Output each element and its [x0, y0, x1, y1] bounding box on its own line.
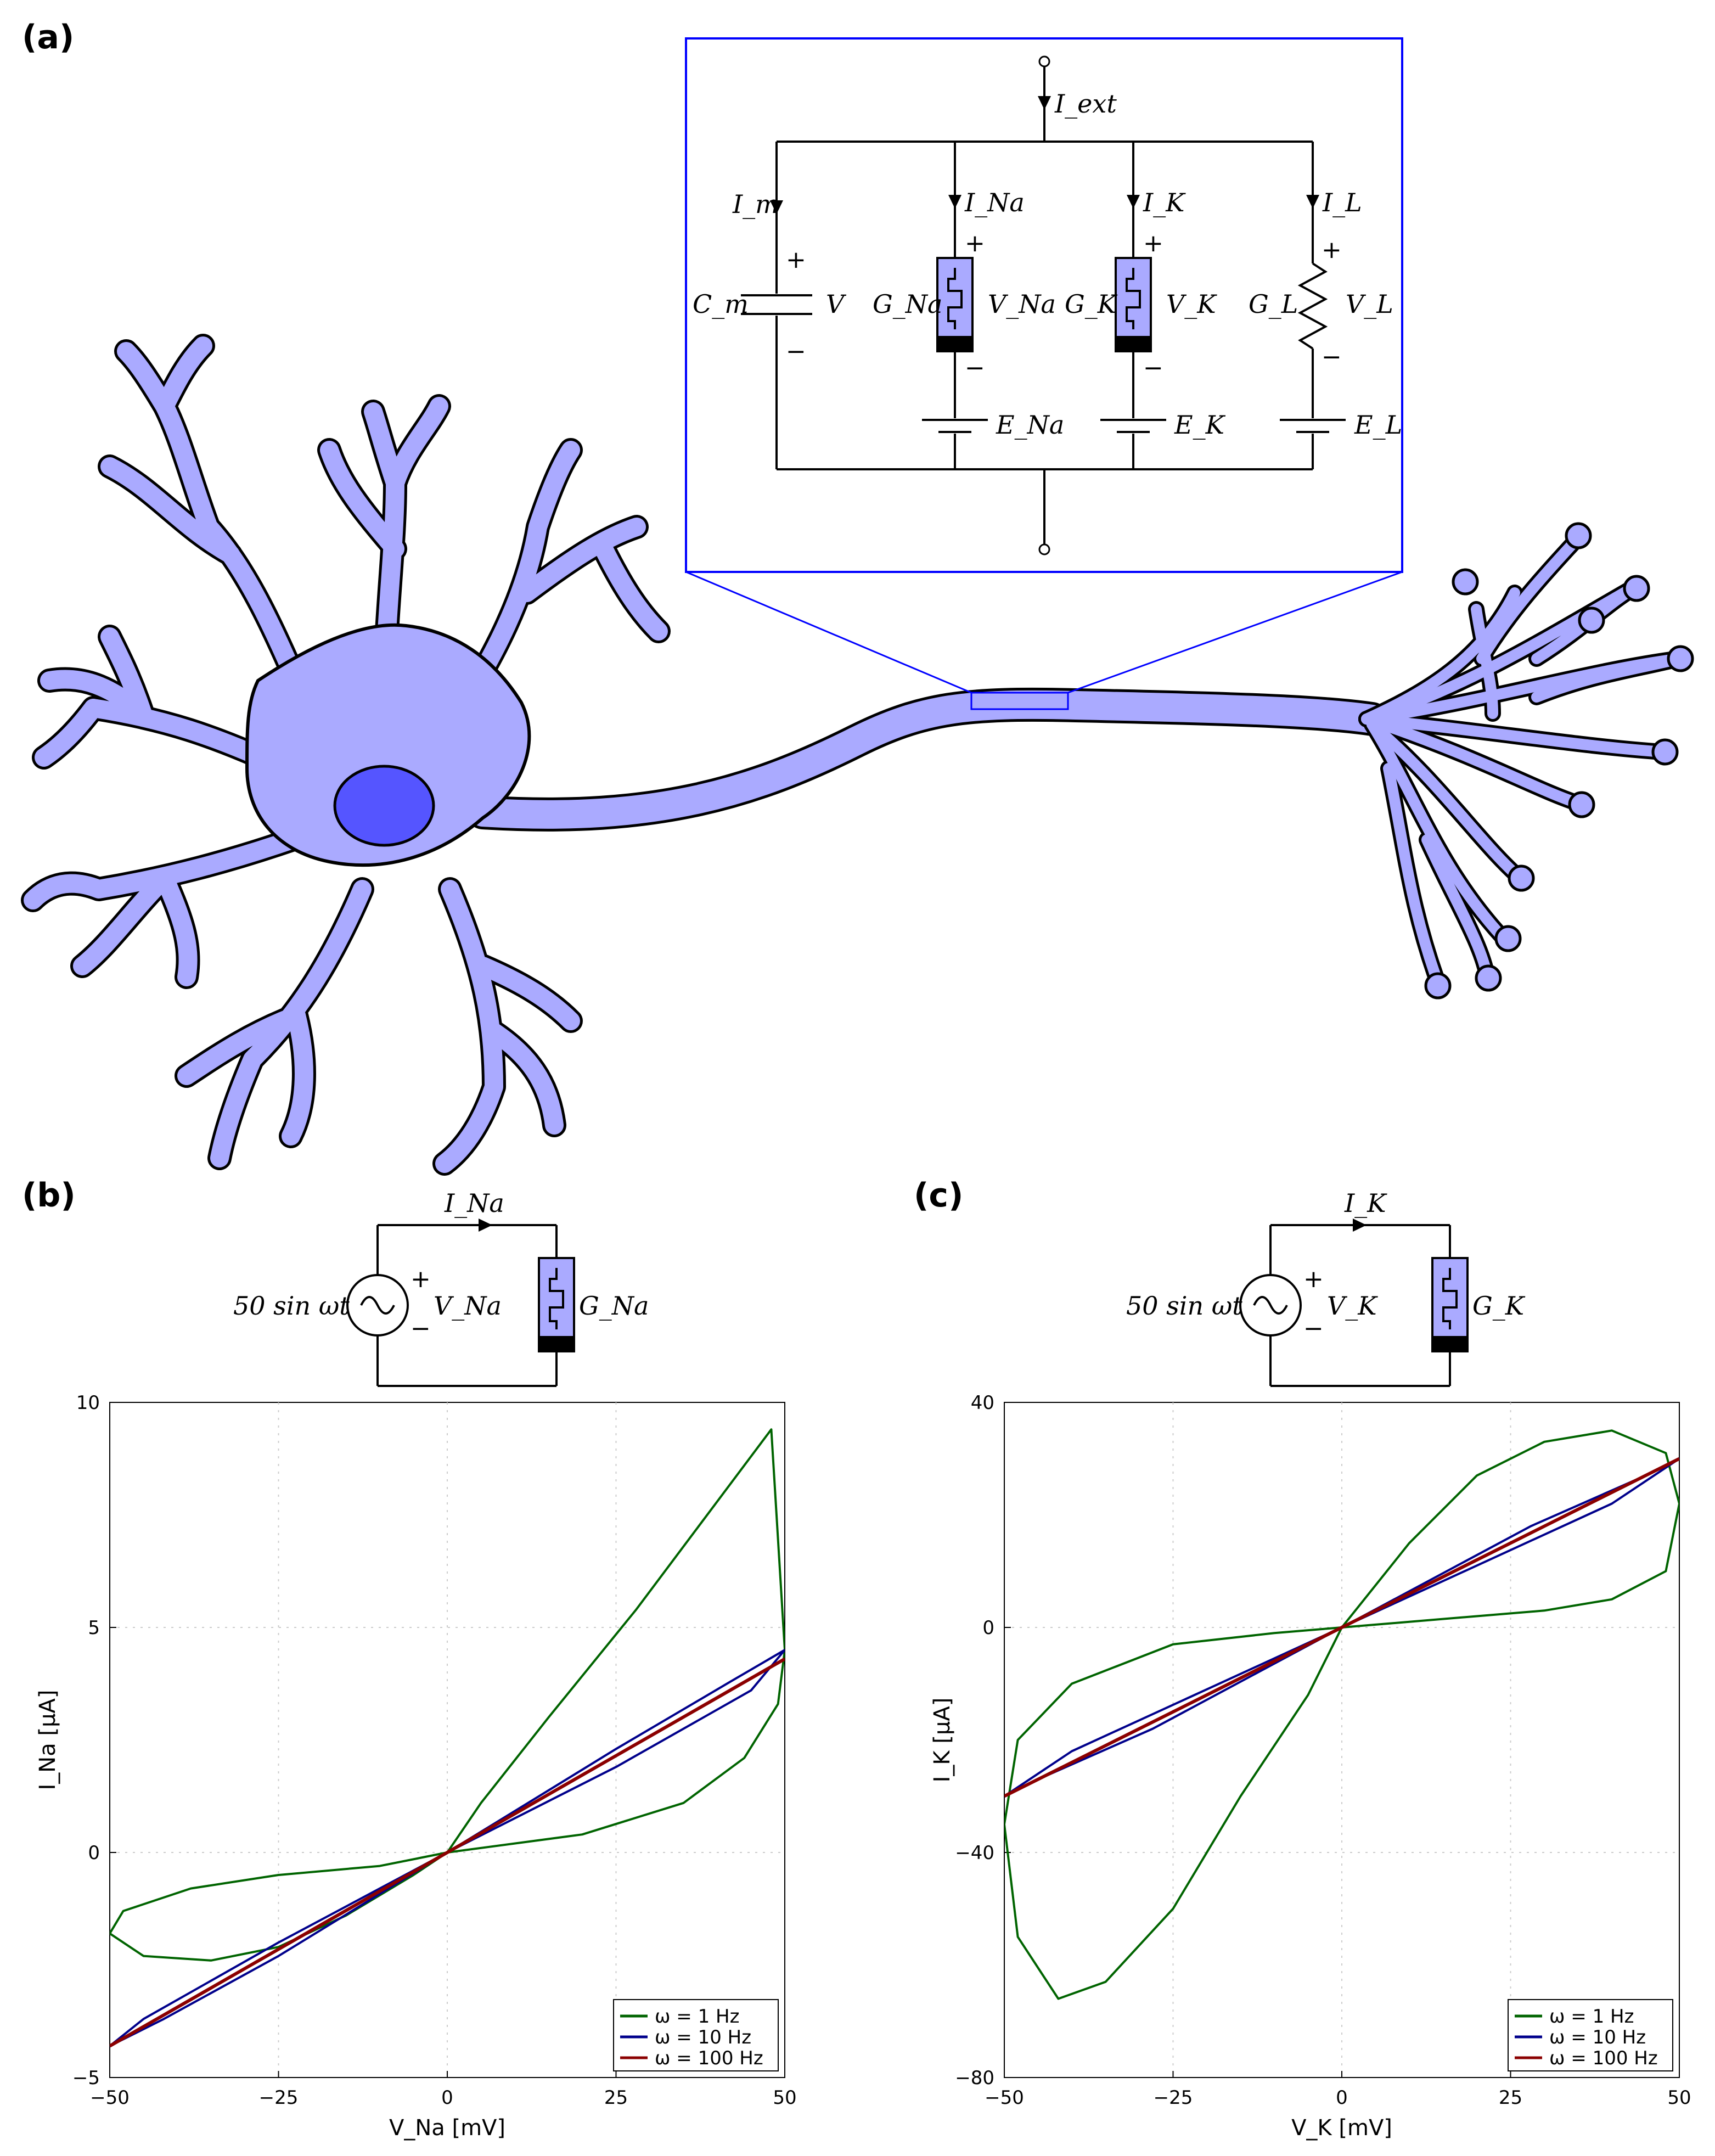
x-tick-label: 50 — [1667, 2087, 1691, 2109]
x-tick-label: 25 — [604, 2087, 628, 2109]
label-g-l: G_L — [1249, 289, 1298, 319]
panel-label-b: (b) — [22, 1176, 76, 1215]
y-tick-label: −5 — [72, 2067, 100, 2089]
y-axis-label: I_Na [μA] — [35, 1690, 60, 1790]
panel-label-c: (c) — [914, 1176, 963, 1215]
label-i-l: I_L — [1322, 188, 1362, 217]
label-c-source: 50 sin ωt — [1126, 1291, 1242, 1321]
x-tick-label: 0 — [1336, 2087, 1348, 2109]
na-plus: + — [965, 229, 985, 257]
x-axis-label: V_Na [mV] — [389, 2115, 505, 2141]
cap-minus: − — [786, 338, 806, 366]
legend-label: ω = 100 Hz — [655, 2047, 763, 2069]
series-line — [1004, 1457, 1679, 1798]
y-tick-label: 10 — [76, 1392, 100, 1414]
c-minus: − — [1303, 1315, 1324, 1343]
x-tick-label: −25 — [259, 2087, 299, 2109]
label-c-m: C_m — [693, 289, 749, 319]
k-minus: − — [1143, 354, 1163, 382]
label-v-na: V_Na — [988, 289, 1056, 319]
circuit-b: I_Na 50 sin ωt V_Na G_Na + − — [233, 1188, 649, 1387]
x-tick-label: 25 — [1499, 2087, 1522, 2109]
label-c-conductance: G_K — [1472, 1291, 1526, 1321]
legend-label: ω = 1 Hz — [655, 2006, 739, 2028]
label-v: V — [826, 289, 847, 319]
y-tick-label: 0 — [982, 1617, 994, 1639]
zoom-indicator — [685, 571, 1403, 710]
label-v-l: V_L — [1346, 289, 1393, 319]
label-i-ext: I_ext — [1054, 89, 1117, 119]
label-b-current: I_Na — [444, 1188, 504, 1218]
c-plus: + — [1303, 1265, 1324, 1293]
label-i-m: I_m — [732, 189, 779, 219]
label-i-na: I_Na — [964, 188, 1025, 217]
dendrites — [21, 334, 671, 1176]
label-v-k: V_K — [1166, 289, 1217, 319]
x-tick-label: −50 — [90, 2087, 130, 2109]
legend-label: ω = 100 Hz — [1549, 2047, 1658, 2069]
legend-label: ω = 1 Hz — [1549, 2006, 1634, 2028]
series-line — [110, 1657, 785, 2048]
y-tick-label: 5 — [88, 1617, 100, 1639]
l-plus: + — [1322, 236, 1342, 264]
label-e-na: E_Na — [996, 410, 1064, 440]
label-c-current: I_K — [1344, 1188, 1387, 1218]
x-tick-label: −50 — [985, 2087, 1024, 2109]
chart-c: −50 −25 0 25 50 −80 −40 0 40V_K [mV] I_K [μA] ω = … — [930, 1392, 1691, 2141]
y-axis-label: I_K [μA] — [930, 1698, 955, 1783]
label-b-conductance: G_Na — [579, 1291, 649, 1321]
y-tick-label: 40 — [971, 1392, 994, 1414]
legend-label: ω = 10 Hz — [655, 2026, 751, 2048]
b-minus: − — [411, 1315, 431, 1343]
nucleus — [333, 765, 435, 847]
label-g-na: G_Na — [873, 289, 942, 319]
membrane-circuit: I_ext I_m C_m V + − I_Na G_Na V_Na + − E… — [685, 37, 1403, 573]
x-axis-label: V_K [mV] — [1291, 2115, 1392, 2141]
x-tick-label: 0 — [441, 2087, 453, 2109]
x-tick-label: −25 — [1154, 2087, 1193, 2109]
circuit-c: I_K 50 sin ωt V_K G_K + − — [1126, 1188, 1526, 1387]
label-i-k: I_K — [1143, 188, 1186, 217]
label-g-k: G_K — [1065, 289, 1118, 319]
label-e-k: E_K — [1174, 410, 1226, 440]
soma — [245, 623, 531, 867]
l-minus: − — [1322, 343, 1342, 371]
y-tick-label: −80 — [955, 2067, 994, 2089]
axon-terminals — [1358, 522, 1694, 1000]
y-tick-label: 0 — [88, 1842, 100, 1864]
label-b-source: 50 sin ωt — [233, 1291, 350, 1321]
legend-label: ω = 10 Hz — [1549, 2026, 1646, 2048]
panel-label-a: (a) — [22, 18, 74, 57]
label-c-voltage: V_K — [1327, 1291, 1378, 1321]
na-minus: − — [965, 354, 985, 382]
k-plus: + — [1143, 229, 1163, 257]
neuron-illustration — [21, 334, 1694, 1176]
label-e-l: E_L — [1354, 410, 1402, 440]
b-plus: + — [411, 1265, 431, 1293]
x-tick-label: 50 — [773, 2087, 796, 2109]
label-b-voltage: V_Na — [434, 1291, 502, 1321]
y-tick-label: −40 — [955, 1842, 994, 1864]
cap-plus: + — [786, 246, 806, 274]
